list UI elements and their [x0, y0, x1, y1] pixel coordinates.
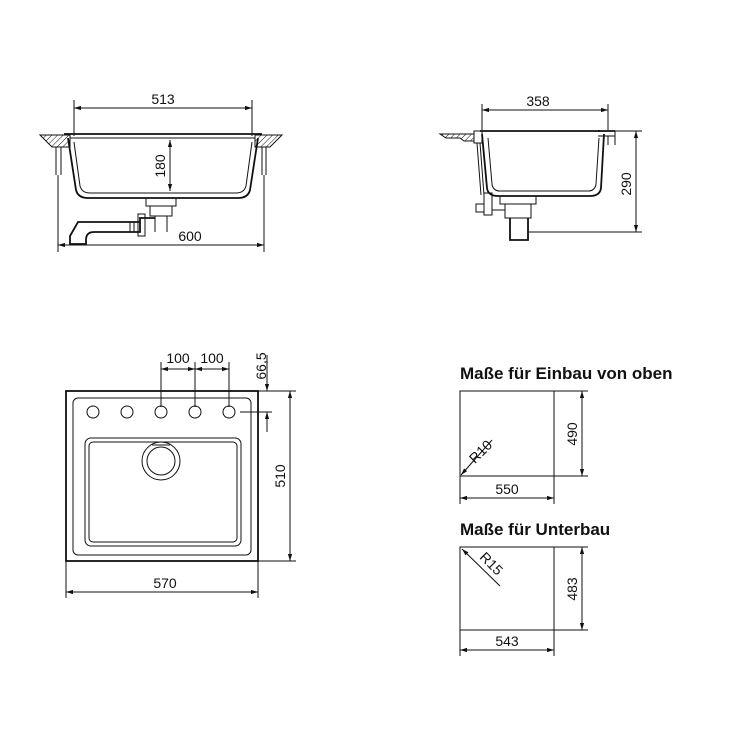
front-view: 513 180 600 [38, 91, 284, 252]
cutout-under-radius: R15 [477, 549, 507, 579]
hole-spacing-1: 100 [166, 350, 190, 366]
cutout-undermount: Maße für Unterbau R15 483 543 [459, 520, 610, 656]
side-worktop-left [438, 133, 475, 142]
tap-hole-2 [120, 405, 134, 419]
cutout-under-width: 543 [495, 633, 519, 649]
worktop-right [254, 134, 284, 148]
cutout-top-width: 550 [495, 481, 519, 497]
tap-hole-5 [222, 405, 236, 419]
sink-outline [65, 390, 259, 562]
front-width-outer: 600 [178, 228, 202, 244]
tap-hole-4 [188, 405, 202, 419]
front-depth: 180 [152, 154, 168, 178]
cutout-top-rect [459, 390, 555, 477]
cutout-under-height: 483 [564, 577, 580, 601]
hole-spacing-2: 100 [200, 350, 224, 366]
tap-hole-3 [154, 405, 168, 419]
side-view: 358 290 [438, 93, 642, 241]
worktop-left [38, 134, 71, 148]
cutout-top-heading: Maße für Einbau von oben [460, 364, 673, 383]
cutout-under-heading: Maße für Unterbau [460, 520, 610, 539]
front-width-inner: 513 [151, 91, 175, 107]
hole-offset: 66,5 [253, 352, 269, 379]
tap-hole-1 [86, 405, 100, 419]
cutout-top-mount: Maße für Einbau von oben R10 490 550 [459, 364, 673, 504]
side-width: 358 [526, 93, 550, 109]
bowl [84, 437, 242, 547]
cutout-under-rect [459, 546, 555, 631]
drain-icon [141, 441, 181, 481]
top-height: 510 [272, 464, 288, 488]
side-height: 290 [618, 172, 634, 196]
top-view: 100 100 66,5 510 570 [65, 350, 296, 598]
top-width: 570 [153, 575, 177, 591]
cutout-top-height: 490 [564, 422, 580, 446]
